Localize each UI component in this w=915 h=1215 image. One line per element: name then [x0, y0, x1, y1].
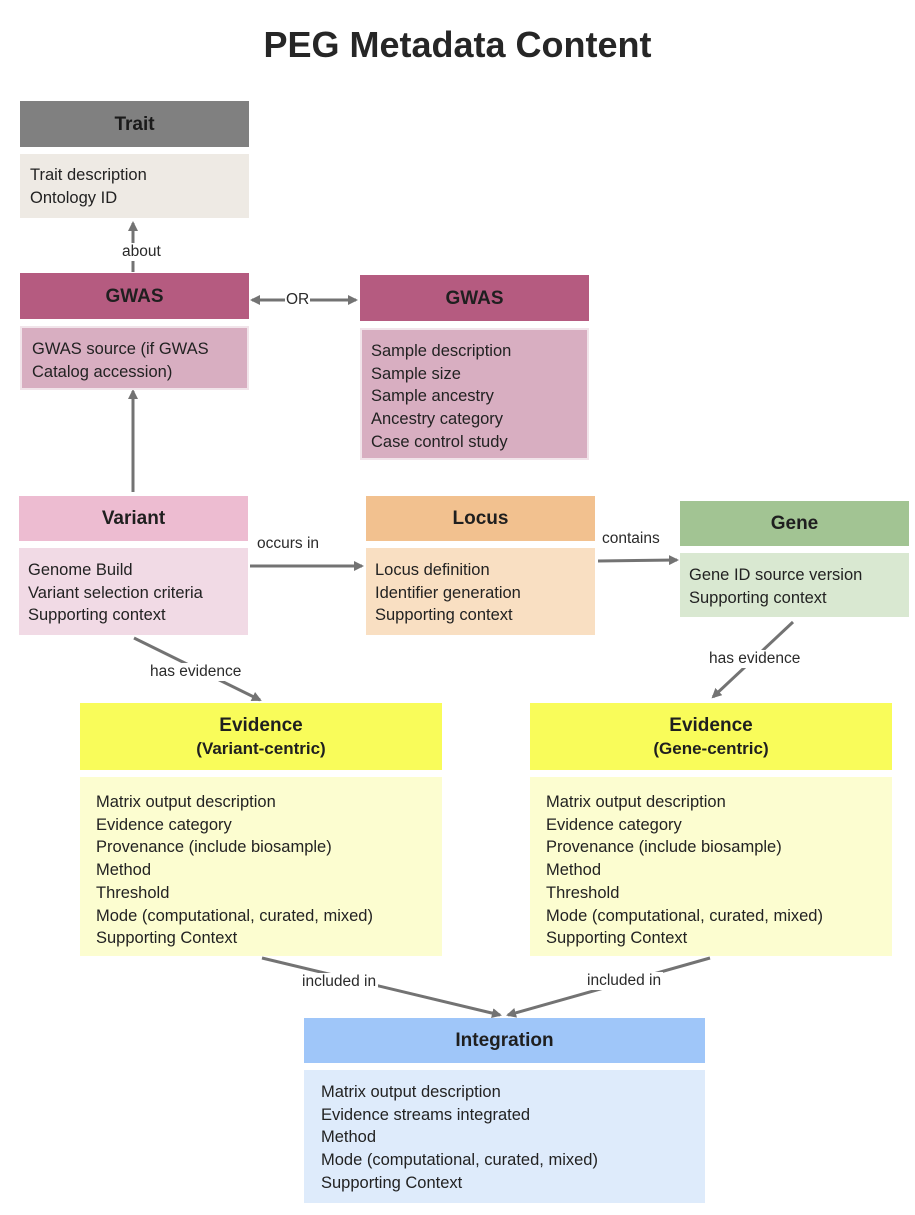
gene-field: Gene ID source version	[689, 566, 863, 584]
integration-node-title: Integration	[304, 1018, 705, 1063]
variant-field: Variant selection criteria	[28, 583, 203, 602]
evidence-gene-field: Supporting Context	[546, 929, 688, 948]
evidence-variant-field: Matrix output description	[96, 793, 276, 811]
integration-field: Matrix output description	[321, 1083, 501, 1101]
variant-node-fields: Genome Build Variant selection criteria …	[19, 548, 248, 635]
gwas-sample-field: Sample ancestry	[371, 387, 494, 406]
gwas-catalog-field: GWAS source (if GWAS	[32, 340, 209, 358]
evidence-gene-node: Evidence (Gene-centric) Matrix output de…	[530, 703, 892, 956]
gwas-sample-field: Ancestry category	[371, 410, 504, 429]
evidence-gene-node-fields: Matrix output description Evidence categ…	[530, 777, 892, 956]
edge-label-has-evidence-variant: has evidence	[148, 663, 244, 681]
edge-label-included-in-left: included in	[300, 973, 379, 991]
evidence-variant-node-title: Evidence (Variant-centric)	[80, 703, 442, 770]
locus-node: Locus Locus definition Identifier genera…	[366, 496, 595, 635]
trait-node-fields: Trait description Ontology ID	[20, 154, 249, 218]
evidence-variant-subtitle: (Variant-centric)	[196, 738, 326, 758]
evidence-variant-node: Evidence (Variant-centric) Matrix output…	[80, 703, 442, 956]
evidence-gene-node-title: Evidence (Gene-centric)	[530, 703, 892, 770]
edge-label-has-evidence-gene: has evidence	[707, 650, 803, 668]
gwas-sample-field: Sample description	[371, 342, 512, 360]
gene-node-title: Gene	[680, 501, 909, 546]
gwas-sample-field: Case control study	[371, 432, 508, 451]
variant-field: Supporting context	[28, 606, 166, 625]
evidence-gene-field: Matrix output description	[546, 793, 726, 811]
evidence-variant-field: Method	[96, 861, 152, 880]
evidence-variant-field: Threshold	[96, 883, 170, 902]
gwas-sample-node: GWAS Sample description Sample size Samp…	[360, 275, 589, 460]
gene-node-fields: Gene ID source version Supporting contex…	[680, 553, 909, 617]
gwas-catalog-node-fields: GWAS source (if GWAS Catalog accession)	[20, 326, 249, 390]
integration-field: Mode (computational, curated, mixed)	[321, 1151, 598, 1170]
evidence-variant-field: Evidence category	[96, 815, 232, 834]
evidence-variant-node-fields: Matrix output description Evidence categ…	[80, 777, 442, 956]
evidence-gene-field: Evidence category	[546, 815, 682, 834]
variant-field: Genome Build	[28, 561, 133, 579]
evidence-gene-field: Threshold	[546, 883, 620, 902]
edge-label-contains: contains	[602, 530, 660, 547]
trait-node: Trait Trait description Ontology ID	[20, 101, 249, 218]
edge-label-about: about	[120, 243, 163, 261]
edge-label-occurs-in: occurs in	[257, 535, 320, 552]
gwas-catalog-field: Catalog accession)	[32, 362, 173, 381]
locus-field: Identifier generation	[375, 583, 521, 602]
evidence-gene-subtitle: (Gene-centric)	[653, 738, 769, 758]
locus-field: Supporting context	[375, 606, 513, 625]
evidence-gene-field: Provenance (include biosample)	[546, 838, 782, 857]
evidence-variant-field: Mode (computational, curated, mixed)	[96, 906, 373, 925]
diagram-title: PEG Metadata Content	[263, 24, 652, 65]
evidence-variant-field: Provenance (include biosample)	[96, 838, 332, 857]
evidence-variant-title: Evidence	[219, 714, 303, 736]
integration-node: Integration Matrix output description Ev…	[304, 1018, 705, 1203]
integration-field: Supporting Context	[321, 1173, 463, 1192]
evidence-gene-field: Mode (computational, curated, mixed)	[546, 906, 823, 925]
gene-field: Supporting context	[689, 588, 827, 607]
gwas-catalog-node-title: GWAS	[20, 273, 249, 319]
integration-node-fields: Matrix output description Evidence strea…	[304, 1070, 705, 1203]
evidence-gene-title: Evidence	[669, 714, 753, 736]
evidence-variant-field: Supporting Context	[96, 929, 238, 948]
trait-node-title: Trait	[20, 101, 249, 147]
gwas-sample-field: Sample size	[371, 364, 461, 383]
edge-label-or: OR	[285, 291, 311, 309]
edge-label-included-in-right: included in	[585, 972, 664, 990]
variant-node-title: Variant	[19, 496, 248, 541]
gwas-sample-node-title: GWAS	[360, 275, 589, 321]
integration-field: Method	[321, 1128, 377, 1147]
variant-node: Variant Genome Build Variant selection c…	[19, 496, 248, 635]
locus-node-fields: Locus definition Identifier generation S…	[366, 548, 595, 635]
evidence-gene-field: Method	[546, 861, 602, 880]
locus-node-title: Locus	[366, 496, 595, 541]
gwas-sample-node-fields: Sample description Sample size Sample an…	[360, 328, 589, 460]
included-in-left-arrow	[261, 956, 502, 1018]
gwas-catalog-node: GWAS GWAS source (if GWAS Catalog access…	[20, 273, 249, 390]
trait-field: Trait description	[30, 166, 147, 184]
trait-field: Ontology ID	[30, 188, 118, 207]
integration-field: Evidence streams integrated	[321, 1105, 531, 1124]
gene-node: Gene Gene ID source version Supporting c…	[680, 501, 909, 617]
contains-arrow	[597, 555, 679, 566]
locus-field: Locus definition	[375, 561, 490, 579]
